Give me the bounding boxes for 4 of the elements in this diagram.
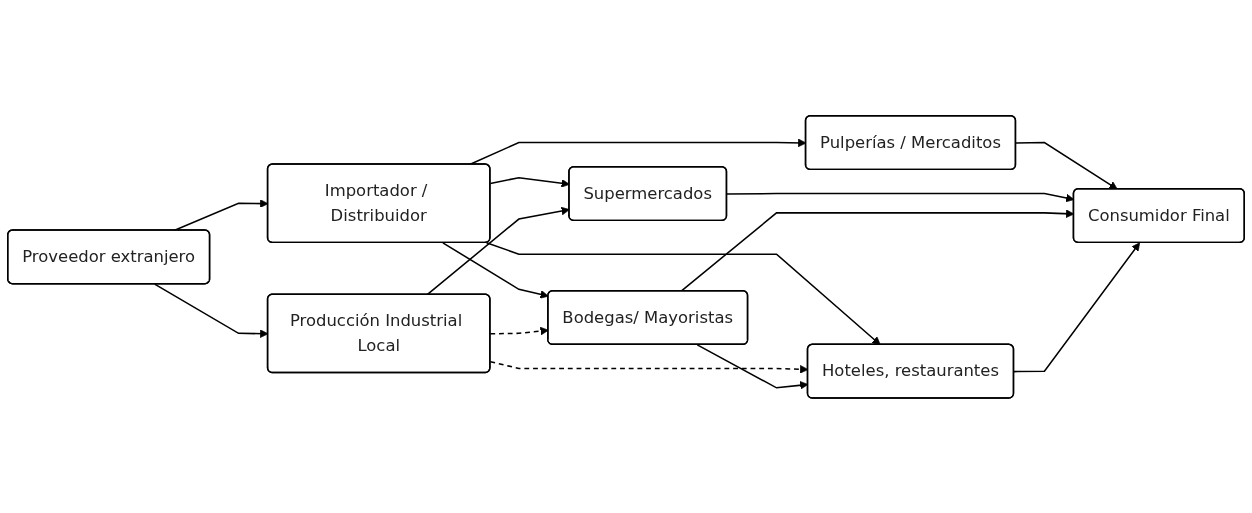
arrow <box>485 241 881 345</box>
arrow <box>1015 141 1118 190</box>
arrow <box>442 241 549 299</box>
arrow <box>1013 242 1140 373</box>
